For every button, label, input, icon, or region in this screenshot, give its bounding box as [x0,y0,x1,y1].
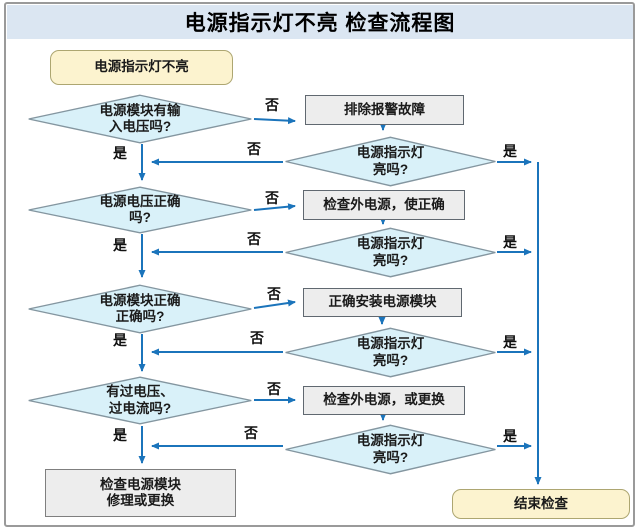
start-node-label: 电源指示灯不亮 [94,59,189,75]
edge-label-r4-yes: 是 [503,428,517,444]
page-title: 电源指示灯不亮 检查流程图 [184,12,456,35]
edge-label-d2-no: 否 [265,190,279,206]
edge-label-r2-yes: 是 [503,234,517,250]
end-node-label: 结束检查 [514,495,568,511]
edge-label-r3-yes: 是 [503,334,517,350]
decision-light-on-4-label: 电源指示灯 亮吗? [356,433,425,465]
decision-module-correct: 电源模块正确 正确吗? [27,284,253,334]
decision-light-on-4: 电源指示灯 亮吗? [284,424,497,475]
edge-label-r4-no: 否 [244,425,258,441]
decision-input-voltage: 电源模块有输 入电压吗? [27,94,253,144]
decision-input-voltage-label: 电源模块有输 入电压吗? [99,102,181,134]
diamond-shape-icon [284,227,497,278]
title-band: 电源指示灯不亮 检查流程图 [7,5,633,39]
diamond-shape-icon [27,186,253,234]
edge-label-r3-no: 否 [250,330,264,346]
edge-label-r2-no: 否 [247,231,261,247]
edge-label-d4-no: 否 [267,381,281,397]
decision-module-correct-label: 电源模块正确 正确吗? [99,292,181,324]
action-check-external-replace: 检查外电源，或更换 [303,386,465,415]
decision-light-on-2: 电源指示灯 亮吗? [284,227,497,278]
decision-light-on-3: 电源指示灯 亮吗? [284,327,497,378]
edge-label-d1-yes: 是 [113,145,127,161]
action-repair-module: 检查电源模块 修理或更换 [45,469,236,517]
action-clear-alarm-label: 排除报警故障 [344,101,425,117]
edge-label-d3-no: 否 [267,286,281,302]
action-clear-alarm: 排除报警故障 [305,95,464,125]
edge-label-d1-no: 否 [265,97,279,113]
edge-d2-no [253,203,296,211]
action-check-external-correct: 检查外电源，使正确 [303,190,465,220]
decision-voltage-correct-label: 电源电压正确 吗? [99,193,181,225]
decision-voltage-correct: 电源电压正确 吗? [27,186,253,234]
diagram-frame [4,2,635,527]
action-check-external-replace-label: 检查外电源，或更换 [323,392,445,408]
action-check-external-correct-label: 检查外电源，使正确 [323,196,445,212]
action-repair-module-label: 检查电源模块 修理或更换 [100,476,181,508]
end-node: 结束检查 [452,489,630,519]
diamond-shape-icon [27,376,253,425]
edge-d3-no [253,299,296,309]
edge-label-d2-yes: 是 [113,237,127,253]
action-install-module-label: 正确安装电源模块 [328,294,437,310]
decision-light-on-1-label: 电源指示灯 亮吗? [356,145,425,177]
decision-light-on-1: 电源指示灯 亮吗? [284,136,497,187]
edge-label-d3-yes: 是 [113,332,127,348]
edge-d1-no [253,117,296,125]
start-node: 电源指示灯不亮 [50,50,233,85]
diamond-shape-icon [27,284,253,334]
diamond-shape-icon [284,424,497,475]
decision-light-on-2-label: 电源指示灯 亮吗? [356,236,425,268]
diamond-shape-icon [284,136,497,187]
edge-label-d4-yes: 是 [113,427,127,443]
edge-label-r1-yes: 是 [503,143,517,159]
decision-overvoltage: 有过电压、 过电流吗? [27,376,253,425]
decision-light-on-3-label: 电源指示灯 亮吗? [356,336,425,368]
edge-label-r1-no: 否 [247,141,261,157]
diamond-shape-icon [284,327,497,378]
diamond-shape-icon [27,94,253,144]
decision-overvoltage-label: 有过电压、 过电流吗? [106,384,174,416]
action-install-module: 正确安装电源模块 [303,288,462,317]
